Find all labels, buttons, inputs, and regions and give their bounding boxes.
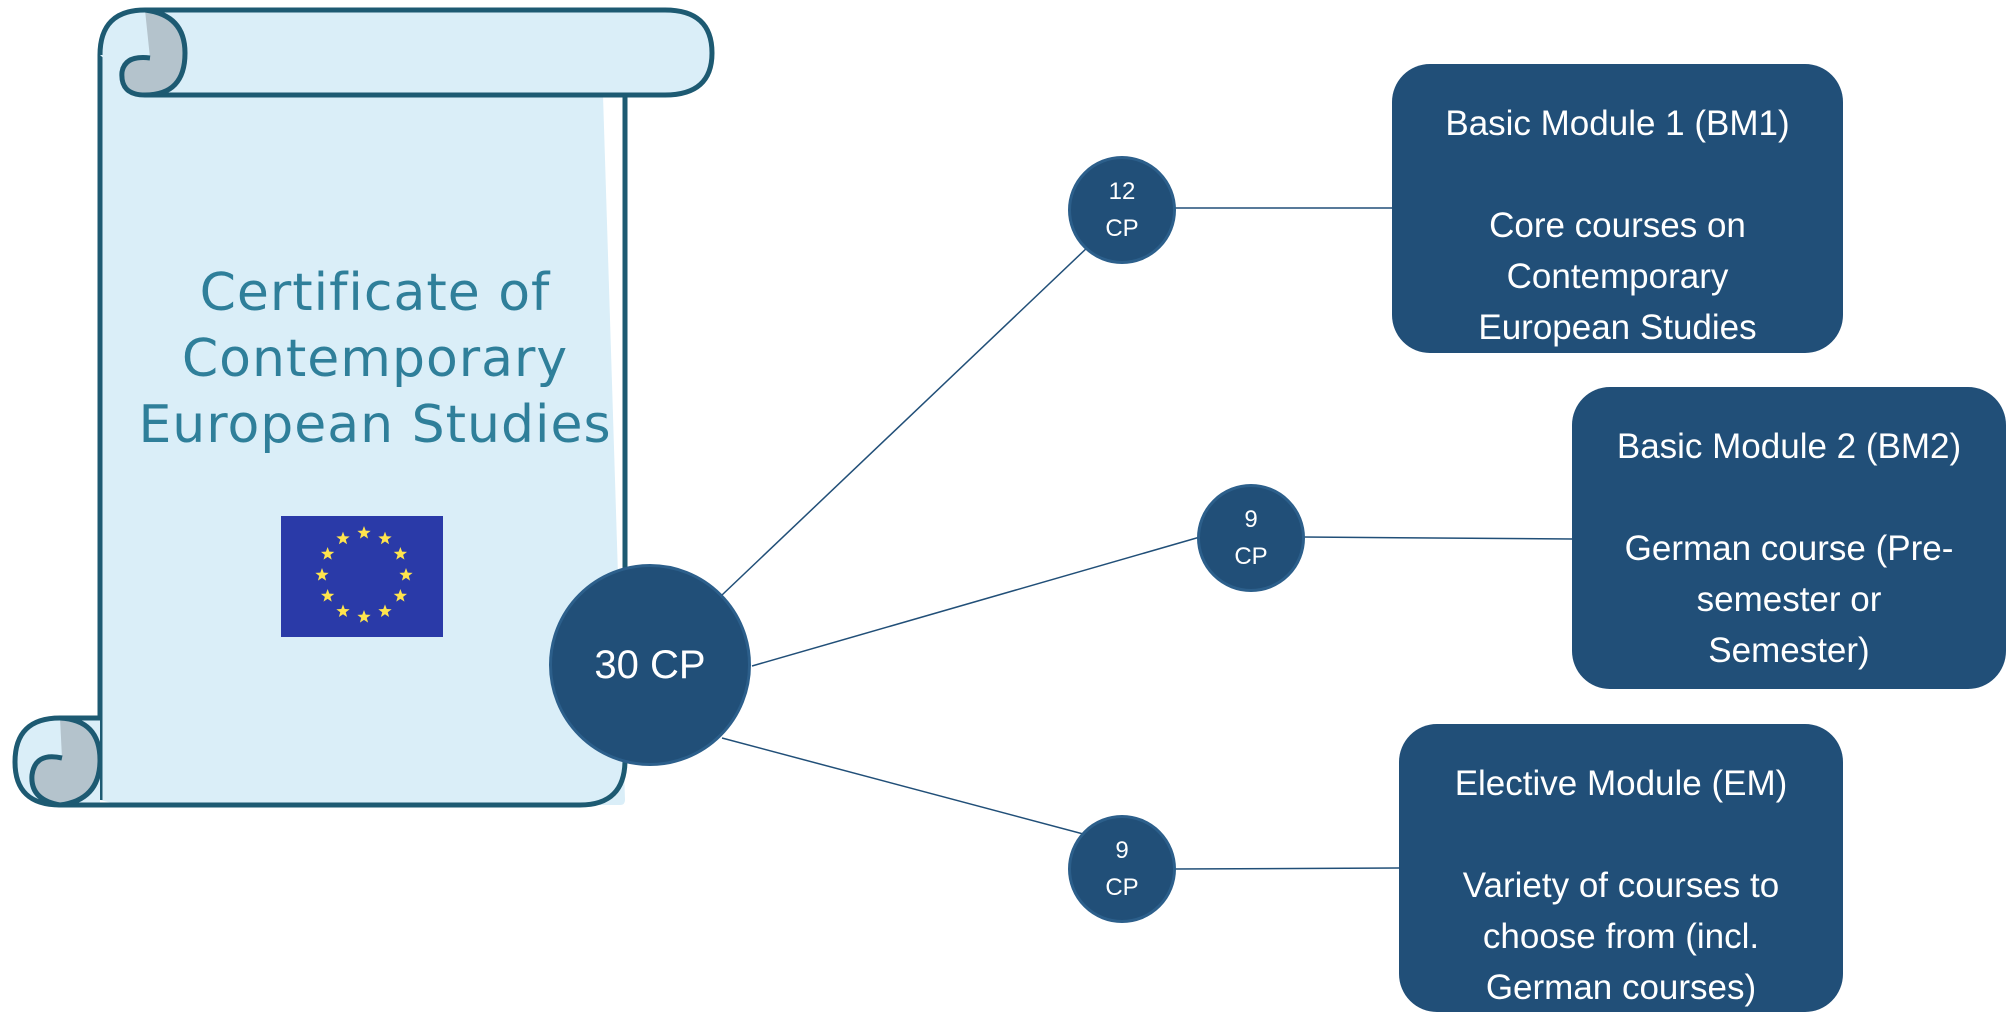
total-credits-node: 30 CP <box>549 564 751 766</box>
credit-unit: CP <box>1234 543 1268 570</box>
module-link-em <box>1172 867 1401 870</box>
module-link-bm2 <box>1302 536 1573 540</box>
flag-star-icon <box>336 604 350 618</box>
module-title: Basic Module 2 (BM2) <box>1616 427 1962 466</box>
connector-line-em <box>721 737 1088 836</box>
module-description-line: Semester) <box>1708 631 1870 670</box>
module-description-line: European Studies <box>1478 308 1757 347</box>
module-title: Elective Module (EM) <box>1454 764 1788 803</box>
connector-line-bm1 <box>721 244 1091 596</box>
credit-badge-bm1: 12 CP <box>1068 156 1176 264</box>
module-box-bm2: Basic Module 2 (BM2) German course (Pre-… <box>1572 387 2006 689</box>
module-box-bm1: Basic Module 1 (BM1) Core courses on Con… <box>1392 64 1843 353</box>
module-description-line: semester or <box>1696 580 1882 619</box>
flag-star-icon <box>393 589 408 602</box>
module-description-line: German courses) <box>1485 968 1757 1007</box>
credit-unit: CP <box>1105 874 1139 901</box>
certificate-title: Certificate of Contemporary European Stu… <box>105 260 645 458</box>
certificate-title-line: European Studies <box>138 395 612 455</box>
flag-star-icon <box>320 589 335 602</box>
certificate-title-line: Contemporary <box>181 329 569 389</box>
flag-star-icon <box>378 531 392 545</box>
credit-number: 12 <box>1108 178 1136 205</box>
credit-badge-bm2: 9 CP <box>1197 484 1305 592</box>
flag-star-icon <box>320 547 335 560</box>
total-credits-label: 30 CP <box>594 642 706 687</box>
flag-star-icon <box>315 568 329 581</box>
module-description-line: Variety of courses to <box>1462 866 1780 905</box>
flag-star-icon <box>393 547 408 560</box>
module-description-line: German course (Pre- <box>1624 529 1954 568</box>
credit-number: 9 <box>1115 837 1129 864</box>
flag-star-icon <box>378 604 392 618</box>
module-description-line: Core courses on <box>1489 206 1746 245</box>
connector-line-bm2 <box>751 536 1201 667</box>
certificate-title-line: Certificate of <box>199 263 551 323</box>
flag-star-icon <box>357 610 371 623</box>
credit-number: 9 <box>1244 506 1258 533</box>
module-description-line: Contemporary <box>1506 257 1729 296</box>
eu-flag-icon <box>281 516 443 637</box>
credit-unit: CP <box>1105 215 1139 242</box>
flag-star-icon <box>357 526 371 539</box>
credit-badge-em: 9 CP <box>1068 815 1176 923</box>
flag-star-icon <box>399 568 413 581</box>
scroll-icon <box>12 7 715 808</box>
module-description-line: choose from (incl. <box>1482 917 1760 956</box>
flag-star-icon <box>336 531 350 545</box>
module-title: Basic Module 1 (BM1) <box>1445 104 1790 143</box>
module-box-em: Elective Module (EM) Variety of courses … <box>1399 724 1843 1012</box>
